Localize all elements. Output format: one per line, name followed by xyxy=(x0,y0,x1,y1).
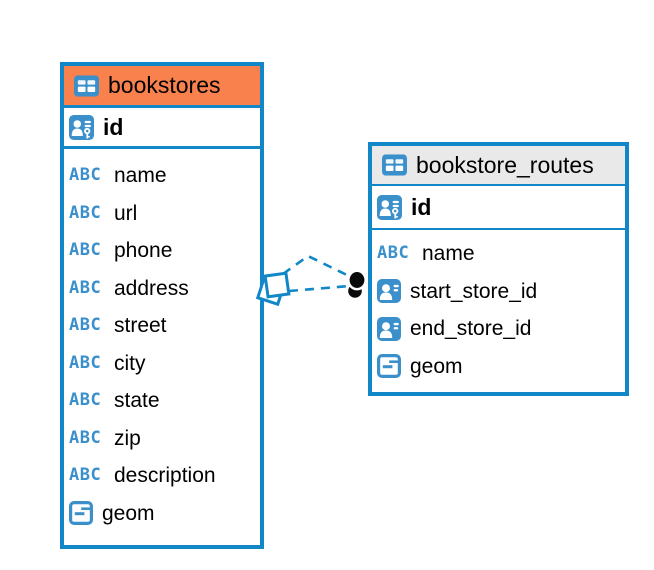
column-name: end_store_id xyxy=(410,317,532,341)
text-type-icon: ABC xyxy=(69,390,102,411)
column-name: street xyxy=(114,314,167,338)
column-name: state xyxy=(114,389,160,413)
column-row[interactable]: ABC phone xyxy=(64,232,260,270)
column-name: start_store_id xyxy=(410,279,538,303)
text-type-icon: ABC xyxy=(69,427,102,448)
text-type-icon: ABC xyxy=(69,315,102,336)
circle-marker xyxy=(345,269,367,301)
entity-header-bookstore-routes[interactable]: bookstore_routes xyxy=(372,146,625,186)
column-name: city xyxy=(114,351,146,375)
column-list: ABC name start_store_id end_store_id geo… xyxy=(372,230,625,385)
column-row[interactable]: ABC zip xyxy=(64,420,260,458)
relationship-line-upper[interactable] xyxy=(282,254,352,279)
column-row[interactable]: ABC city xyxy=(64,345,260,383)
reference-type-icon xyxy=(377,279,401,303)
column-name: zip xyxy=(114,426,141,450)
text-type-icon: ABC xyxy=(377,243,410,264)
text-type-icon: ABC xyxy=(69,240,102,261)
column-name: geom xyxy=(102,501,155,525)
table-icon xyxy=(382,154,407,176)
entity-header-bookstores[interactable]: bookstores xyxy=(64,66,260,108)
column-row[interactable]: ABC name xyxy=(372,235,625,273)
text-type-icon: ABC xyxy=(69,465,102,486)
column-row[interactable]: ABC description xyxy=(64,457,260,495)
reference-type-icon xyxy=(377,317,401,341)
column-row-pk[interactable]: id xyxy=(64,108,260,149)
column-name: phone xyxy=(114,239,173,263)
column-row[interactable]: ABC name xyxy=(64,157,260,195)
entity-bookstore-routes[interactable]: bookstore_routes id ABC name start_store… xyxy=(368,142,629,396)
column-row[interactable]: ABC address xyxy=(64,270,260,308)
column-row[interactable]: geom xyxy=(372,348,625,386)
column-row[interactable]: ABC state xyxy=(64,382,260,420)
column-name: geom xyxy=(410,354,463,378)
geometry-type-icon xyxy=(377,354,401,378)
entity-bookstores[interactable]: bookstores id ABC name ABC url ABC phone… xyxy=(60,62,264,549)
primary-key-icon xyxy=(69,115,94,140)
geometry-type-icon xyxy=(69,501,93,525)
column-row[interactable]: ABC street xyxy=(64,307,260,345)
column-row[interactable]: start_store_id xyxy=(372,273,625,311)
entity-title: bookstore_routes xyxy=(416,151,594,178)
column-row-pk[interactable]: id xyxy=(372,186,625,230)
column-row[interactable]: ABC url xyxy=(64,195,260,233)
column-name: name xyxy=(114,164,167,188)
column-name: name xyxy=(422,242,475,266)
column-row[interactable]: end_store_id xyxy=(372,310,625,348)
relationship-line-lower[interactable] xyxy=(288,284,351,293)
column-name: address xyxy=(114,276,189,300)
column-name: url xyxy=(114,201,138,225)
text-type-icon: ABC xyxy=(69,165,102,186)
text-type-icon: ABC xyxy=(69,277,102,298)
column-list: ABC name ABC url ABC phone ABC address A… xyxy=(64,149,260,532)
column-name: description xyxy=(114,464,216,488)
column-name: id xyxy=(411,193,432,220)
column-name: id xyxy=(103,113,124,140)
text-type-icon: ABC xyxy=(69,202,102,223)
primary-key-icon xyxy=(377,195,402,220)
column-row[interactable]: geom xyxy=(64,495,260,533)
entity-title: bookstores xyxy=(108,72,221,98)
table-icon xyxy=(74,75,99,97)
text-type-icon: ABC xyxy=(69,352,102,373)
